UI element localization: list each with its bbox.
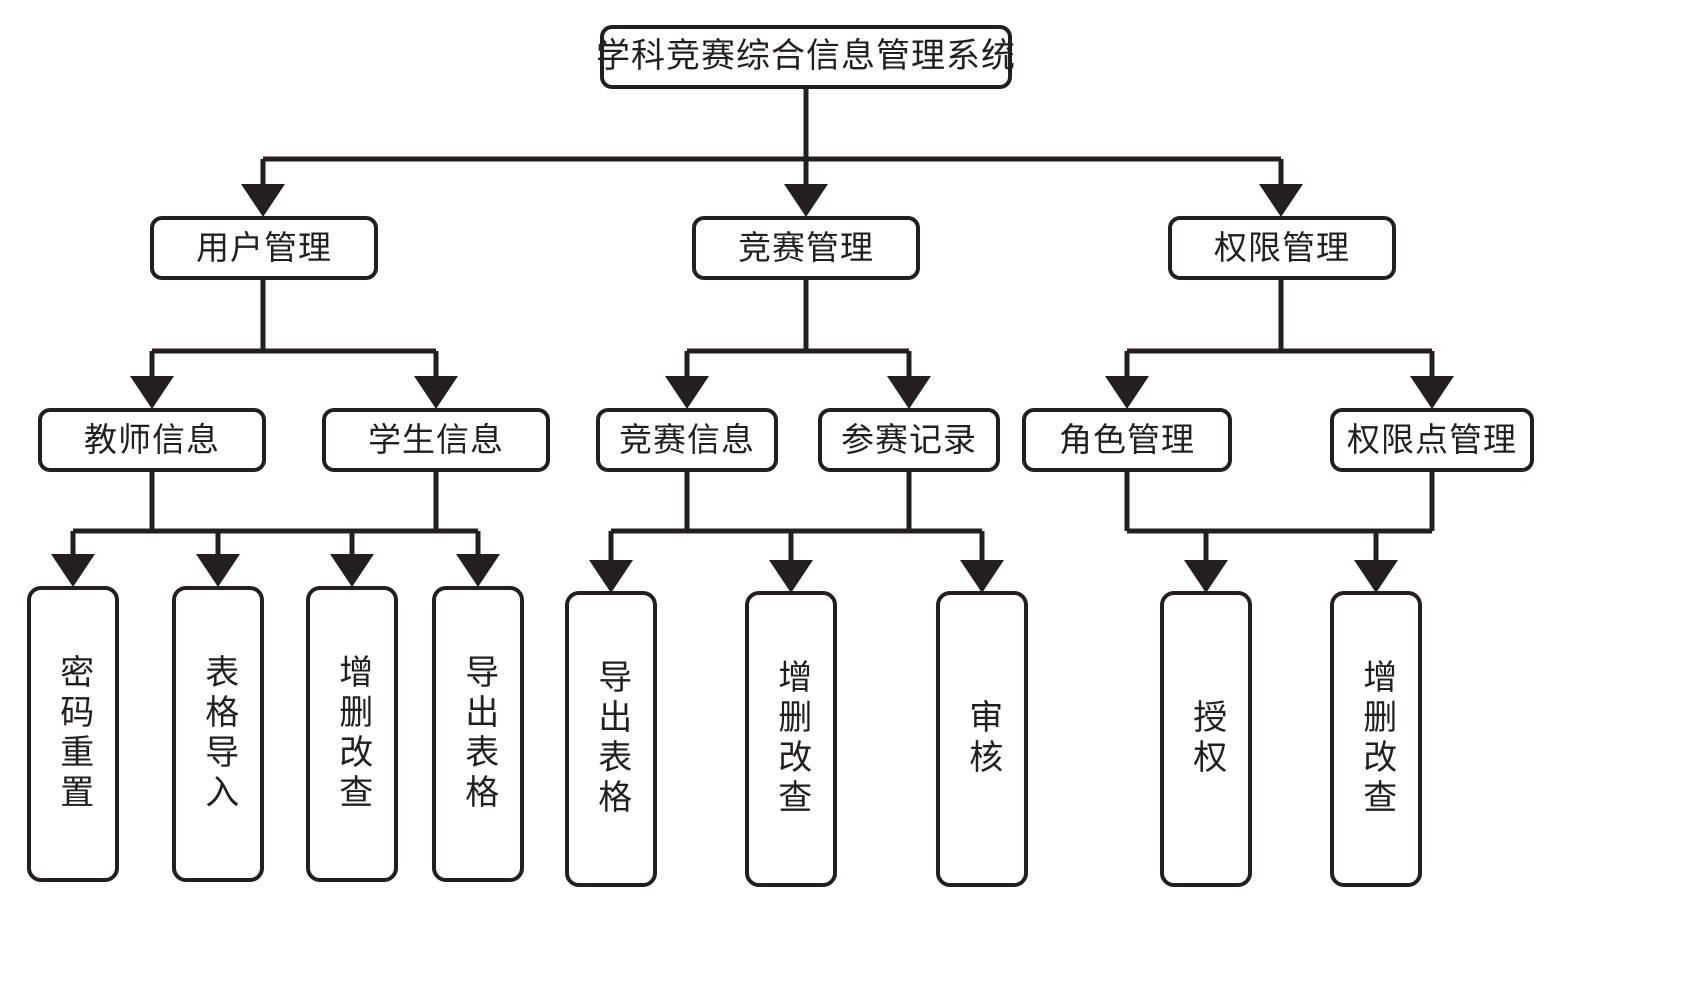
- node-competition-info[interactable]: 竞赛信息: [596, 408, 778, 472]
- node-label: 竞赛管理: [738, 228, 874, 266]
- node-grant-authority[interactable]: 授权: [1160, 591, 1252, 887]
- node-label: 导出表格: [592, 659, 631, 819]
- node-label: 表格导入: [199, 654, 238, 814]
- node-label: 权限管理: [1214, 228, 1350, 266]
- node-competition-management[interactable]: 竞赛管理: [692, 216, 920, 280]
- node-crud-user[interactable]: 增删改查: [306, 586, 398, 882]
- node-password-reset[interactable]: 密码重置: [27, 586, 119, 882]
- node-label: 参赛记录: [841, 420, 977, 458]
- node-crud-competition[interactable]: 增删改查: [745, 591, 837, 887]
- node-system-root[interactable]: 学科竞赛综合信息管理系统: [596, 25, 1015, 89]
- node-student-info[interactable]: 学生信息: [322, 408, 550, 472]
- node-label: 增删改查: [772, 659, 811, 819]
- node-label: 增删改查: [333, 654, 372, 814]
- node-label: 学生信息: [368, 420, 504, 458]
- node-permission-management[interactable]: 权限管理: [1168, 216, 1396, 280]
- node-label: 密码重置: [54, 654, 93, 814]
- node-audit[interactable]: 审核: [936, 591, 1028, 887]
- node-label: 学科竞赛综合信息管理系统: [596, 37, 1016, 76]
- node-table-export-user[interactable]: 导出表格: [432, 586, 524, 882]
- node-label: 竞赛信息: [619, 420, 755, 458]
- node-entry-records[interactable]: 参赛记录: [818, 408, 1000, 472]
- node-label: 教师信息: [84, 420, 220, 458]
- node-permission-point-management[interactable]: 权限点管理: [1330, 408, 1534, 472]
- node-teacher-info[interactable]: 教师信息: [38, 408, 266, 472]
- node-user-management[interactable]: 用户管理: [150, 216, 378, 280]
- node-label: 权限点管理: [1347, 420, 1517, 458]
- node-table-import[interactable]: 表格导入: [172, 586, 264, 882]
- node-label: 角色管理: [1059, 420, 1195, 458]
- node-label: 导出表格: [459, 654, 498, 814]
- node-label: 增删改查: [1357, 659, 1396, 819]
- node-crud-permission[interactable]: 增删改查: [1330, 591, 1422, 887]
- node-table-export-competition[interactable]: 导出表格: [565, 591, 657, 887]
- node-label: 用户管理: [196, 228, 332, 266]
- node-label: 授权: [1187, 699, 1226, 779]
- node-role-management[interactable]: 角色管理: [1022, 408, 1232, 472]
- node-label: 审核: [963, 699, 1002, 779]
